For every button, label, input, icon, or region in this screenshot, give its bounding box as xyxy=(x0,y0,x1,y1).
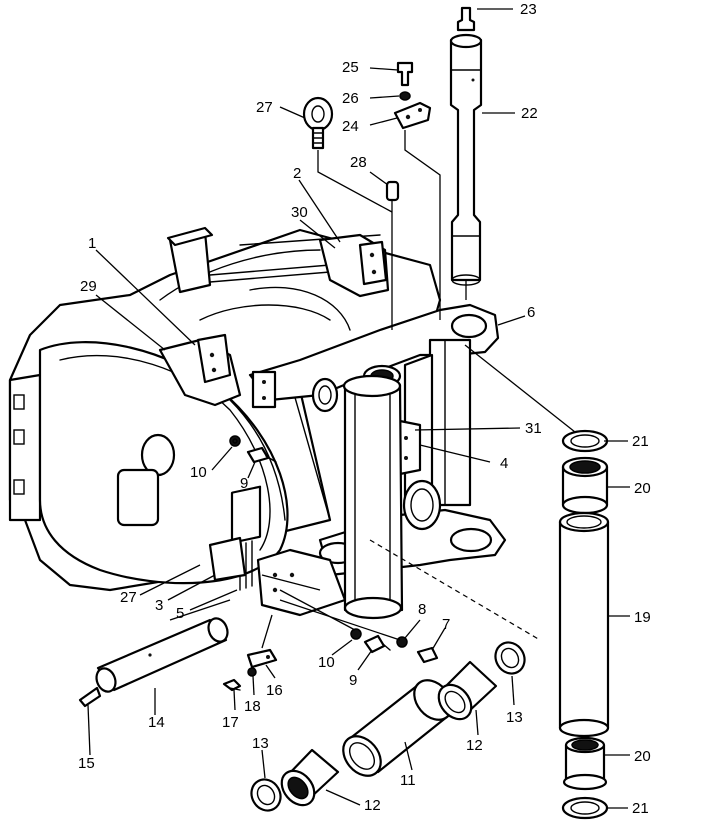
label-27-top: 27 xyxy=(256,99,273,116)
label-22: 22 xyxy=(521,105,538,122)
label-16: 16 xyxy=(266,682,283,699)
main-housing xyxy=(8,226,442,592)
label-10-bottom: 10 xyxy=(318,654,335,671)
label-12-upper: 12 xyxy=(466,737,483,754)
bushing-set xyxy=(250,641,526,812)
label-26: 26 xyxy=(342,90,359,107)
label-21-bottom: 21 xyxy=(632,800,649,817)
label-24: 24 xyxy=(342,118,359,135)
label-12-lower: 12 xyxy=(364,797,381,814)
right-bushing-column xyxy=(558,429,610,820)
label-6: 6 xyxy=(527,304,535,321)
label-7: 7 xyxy=(442,616,450,633)
label-13-upper: 13 xyxy=(506,709,523,726)
label-28: 28 xyxy=(350,154,367,171)
label-17: 17 xyxy=(222,714,239,731)
label-27-bottom: 27 xyxy=(120,589,137,606)
upper-pin-assembly xyxy=(302,6,483,286)
label-15: 15 xyxy=(78,755,95,772)
label-2: 2 xyxy=(293,165,301,182)
label-10-top: 10 xyxy=(190,464,207,481)
part-labels: 23 22 25 26 24 27 28 2 30 1 29 6 31 4 21… xyxy=(78,1,651,817)
label-20-top: 20 xyxy=(634,480,651,497)
support-frame xyxy=(208,303,507,620)
label-23: 23 xyxy=(520,1,537,18)
lower-left-parts xyxy=(78,435,439,708)
label-20-bottom: 20 xyxy=(634,748,651,765)
label-3: 3 xyxy=(155,597,163,614)
label-1: 1 xyxy=(88,235,96,252)
label-18: 18 xyxy=(244,698,261,715)
label-30: 30 xyxy=(291,204,308,221)
label-4: 4 xyxy=(500,455,508,472)
label-25: 25 xyxy=(342,59,359,76)
label-9-top: 9 xyxy=(240,475,248,492)
label-21-top: 21 xyxy=(632,433,649,450)
label-11: 11 xyxy=(400,772,416,789)
label-19: 19 xyxy=(634,609,651,626)
label-14: 14 xyxy=(148,714,165,731)
label-leaders xyxy=(87,8,630,809)
label-9-bottom: 9 xyxy=(349,672,357,689)
label-29: 29 xyxy=(80,278,97,295)
label-5: 5 xyxy=(176,605,184,622)
label-8: 8 xyxy=(418,601,426,618)
assembly-lines xyxy=(169,130,576,649)
label-31: 31 xyxy=(525,420,542,437)
label-13-lower: 13 xyxy=(252,735,269,752)
